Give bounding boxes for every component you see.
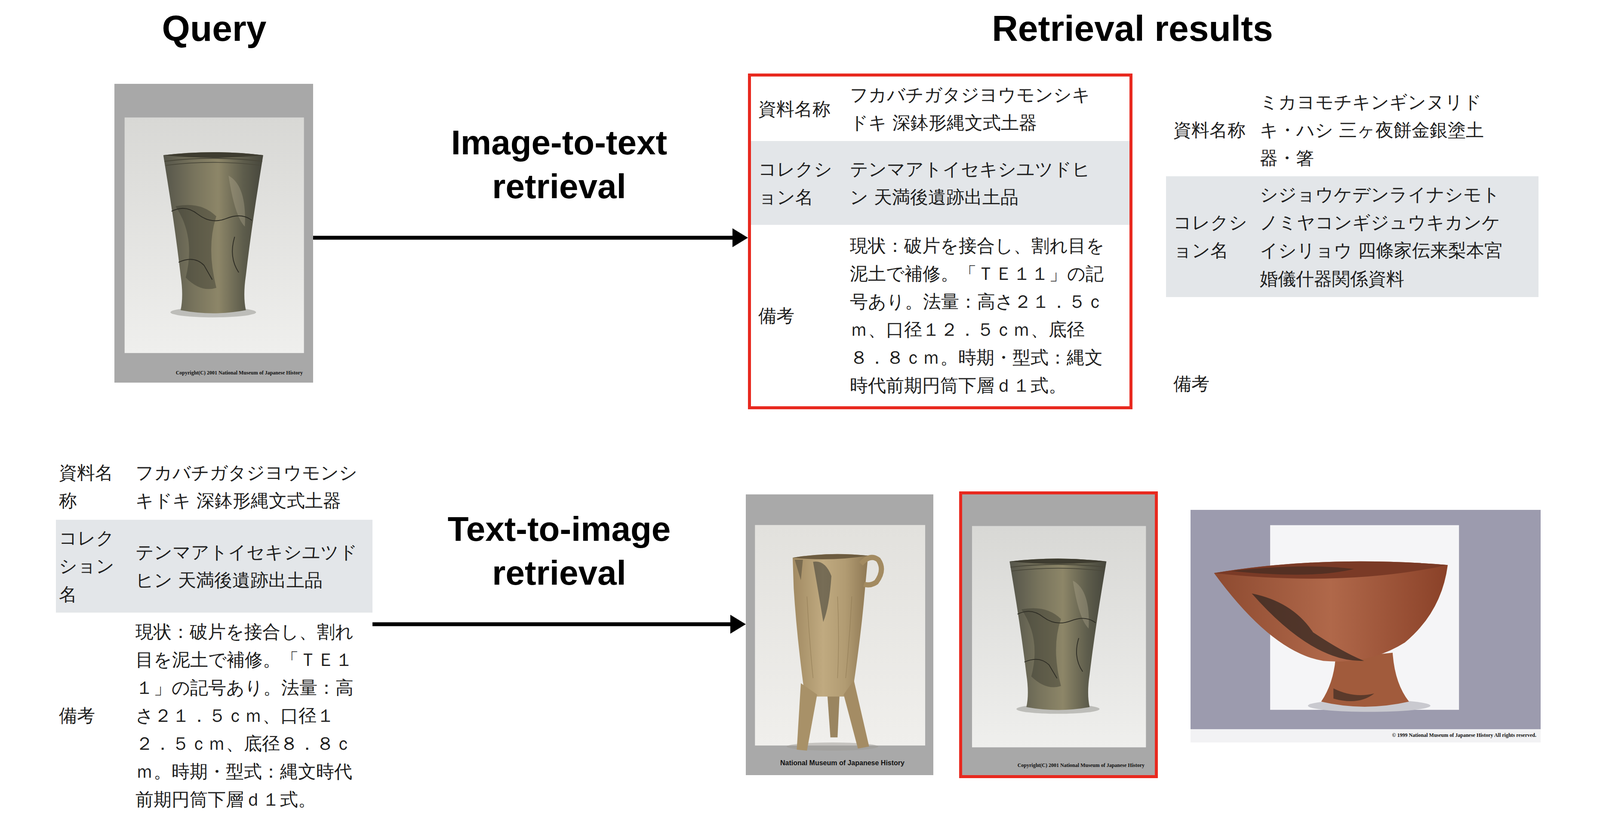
field-name: コレクション名 [1166,208,1260,265]
field-value: フカバチガタジヨウモンシキドキ 深鉢形縄文式土器 [135,454,368,520]
table-row: 備考 [1166,297,1539,471]
edge-label-wrap: Image-to-text retrieval [417,120,702,209]
arrow-head [732,228,748,248]
field-value: フカバチガタジヨウモンシキドキ 深鉢形縄文式土器 [849,76,1117,142]
heading-wrap: Query [0,6,430,50]
photo-frame: Copyright(C) 2001 National Museum of Jap… [114,83,314,383]
record-table: 資料名称フカバチガタジヨウモンシキドキ 深鉢形縄文式土器コレクション名テンマアト… [747,73,1133,410]
arrow-shaft [372,622,732,627]
vessel-photo [745,494,934,776]
table-row: コレクション名テンマアトイセキシユツドヒン 天満後遺跡出土品 [750,141,1130,225]
table-row: 備考現状：破片を接合し、割れ目を泥土で補修。「ＴＥ１１」の記号あり。法量：高さ２… [750,224,1130,407]
field-name: 資料名称 [750,95,850,124]
heading-text: Query [0,6,430,50]
photo-frame: Copyright(C) 2001 National Museum of Jap… [959,491,1158,779]
table-row: コレクション名テンマアトイセキシユツドヒン 天満後遺跡出土品 [55,520,373,613]
field-value: シジョウケデンライナシモトノミヤコンギジュウキカンケイシリョウ 四條家伝来梨本宮… [1259,176,1536,297]
photo-frame: National Museum of Japanese History [745,494,934,776]
edge-label: Text-to-image retrieval [417,507,702,596]
table-row: 備考現状：破片を接合し、割れ目を泥土で補修。「ＴＥ１１」の記号あり。法量：高さ２… [55,612,373,819]
field-name: 資料名称 [55,458,136,515]
field-name: 資料名称 [1166,116,1260,145]
arrow-head [730,615,746,634]
edge-label-wrap: Text-to-image retrieval [417,507,702,596]
table-row: コレクション名シジョウケデンライナシモトノミヤコンギジュウキカンケイシリョウ 四… [1166,176,1539,297]
field-name: コレクション名 [55,524,136,609]
edge-label: Image-to-text retrieval [417,120,702,209]
heading-wrap: Retrieval results [917,6,1348,50]
photo-credit: Copyright(C) 2001 National Museum of Jap… [175,369,303,376]
vessel-photo [962,494,1155,776]
field-value: 現状：破片を接合し、割れ目を泥土で補修。「ＴＥ１１」の記号あり。法量：高さ２１．… [135,613,368,819]
field-value: テンマアトイセキシユツドヒン 天満後遺跡出土品 [135,534,368,599]
table-row: 資料名称フカバチガタジヨウモンシキドキ 深鉢形縄文式土器 [750,76,1130,142]
field-name: コレクション名 [750,155,850,212]
field-name: 備考 [55,701,136,730]
photo-credit: © 1999 National Museum of Japanese Histo… [1392,732,1537,739]
field-value: テンマアトイセキシユツドヒン 天満後遺跡出土品 [849,150,1117,216]
table-row: 資料名称ミカヨモチキンギンヌリドキ・ハシ 三ヶ夜餅金銀塗土器・箸 [1166,83,1539,177]
record-table: 資料名称ミカヨモチキンギンヌリドキ・ハシ 三ヶ夜餅金銀塗土器・箸コレクション名シ… [1166,83,1539,471]
photo-credit: National Museum of Japanese History [780,759,905,768]
photo-credit: Copyright(C) 2001 National Museum of Jap… [1017,762,1145,769]
field-name: 備考 [1166,369,1260,398]
retrieval-arrow [372,615,746,634]
heading-text: Retrieval results [917,6,1348,50]
field-value: 現状：破片を接合し、割れ目を泥土で補修。「ＴＥ１１」の記号あり。法量：高さ２１．… [849,227,1117,405]
record-table: 資料名称フカバチガタジヨウモンシキドキ 深鉢形縄文式土器コレクション名テンマアト… [55,453,373,819]
table-row: 資料名称フカバチガタジヨウモンシキドキ 深鉢形縄文式土器 [55,453,373,520]
photo-frame: © 1999 National Museum of Japanese Histo… [1190,510,1541,743]
field-name: 備考 [750,301,850,330]
arrow-shaft [313,236,734,240]
vessel-photo [114,83,314,383]
vessel-photo [1190,510,1541,743]
field-value: ミカヨモチキンギンヌリドキ・ハシ 三ヶ夜餅金銀塗土器・箸 [1259,83,1536,177]
retrieval-arrow [313,228,748,248]
